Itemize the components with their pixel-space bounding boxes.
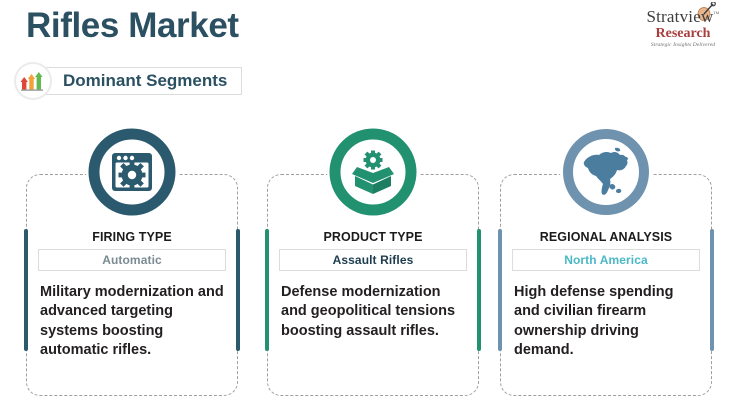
logo-secondary-text: Research xyxy=(655,26,711,41)
card-accent-bar-left xyxy=(265,229,269,351)
north-america-globe-icon xyxy=(560,126,652,218)
card-value-pill: Assault Rifles xyxy=(279,249,467,271)
logo-mark-icon xyxy=(695,1,717,26)
card-value-label: Automatic xyxy=(102,253,162,267)
card-value-label: Assault Rifles xyxy=(332,253,414,267)
card-description: Military modernization and advanced targ… xyxy=(40,284,224,358)
card-accent-bar-left xyxy=(24,229,28,351)
open-box-gear-icon xyxy=(327,126,419,218)
header: Rifles Market Dominant Segments Stratvie… xyxy=(0,0,743,112)
browser-gear-icon xyxy=(86,126,178,218)
logo-name: Stratview xyxy=(646,7,714,26)
card-accent-bar-right xyxy=(710,229,714,351)
card-value-label: North America xyxy=(564,253,648,267)
dominant-segments-badge: Dominant Segments xyxy=(14,62,243,100)
card-accent-bar-right xyxy=(236,229,240,351)
card-description: Defense modernization and geopolitical t… xyxy=(281,284,456,339)
card-accent-bar-left xyxy=(498,229,502,351)
card-value-pill: North America xyxy=(512,249,700,271)
card-regional-analysis[interactable]: REGIONAL ANALYSIS North America High def… xyxy=(498,126,714,396)
dominant-segments-label-box: Dominant Segments xyxy=(44,67,243,95)
card-header-title: PRODUCT TYPE xyxy=(323,230,423,244)
card-accent-bar-right xyxy=(477,229,481,351)
card-value-pill: Automatic xyxy=(38,249,226,271)
card-description: High defense spending and civilian firea… xyxy=(514,284,674,358)
dominant-segments-label: Dominant Segments xyxy=(63,71,228,90)
logo-tagline: Strategic Insights Delivered xyxy=(650,42,716,48)
card-header-title: REGIONAL ANALYSIS xyxy=(539,230,673,244)
card-header-title: FIRING TYPE xyxy=(92,230,172,244)
card-body: FIRING TYPE Automatic Military moderniza… xyxy=(26,230,238,360)
stratview-research-logo: Stratview™ Research Strategic Insights D… xyxy=(631,1,735,49)
ascending-bars-icon xyxy=(14,62,52,100)
card-product-type[interactable]: PRODUCT TYPE Assault Rifles Defense mode… xyxy=(265,126,481,396)
page-title: Rifles Market xyxy=(26,6,239,45)
card-body: REGIONAL ANALYSIS North America High def… xyxy=(500,230,712,360)
logo-primary-text: Stratview™ xyxy=(646,8,719,25)
card-firing-type[interactable]: FIRING TYPE Automatic Military moderniza… xyxy=(24,126,240,396)
segment-cards: FIRING TYPE Automatic Military moderniza… xyxy=(0,126,743,418)
logo-trademark: ™ xyxy=(713,11,720,18)
card-body: PRODUCT TYPE Assault Rifles Defense mode… xyxy=(267,230,479,341)
